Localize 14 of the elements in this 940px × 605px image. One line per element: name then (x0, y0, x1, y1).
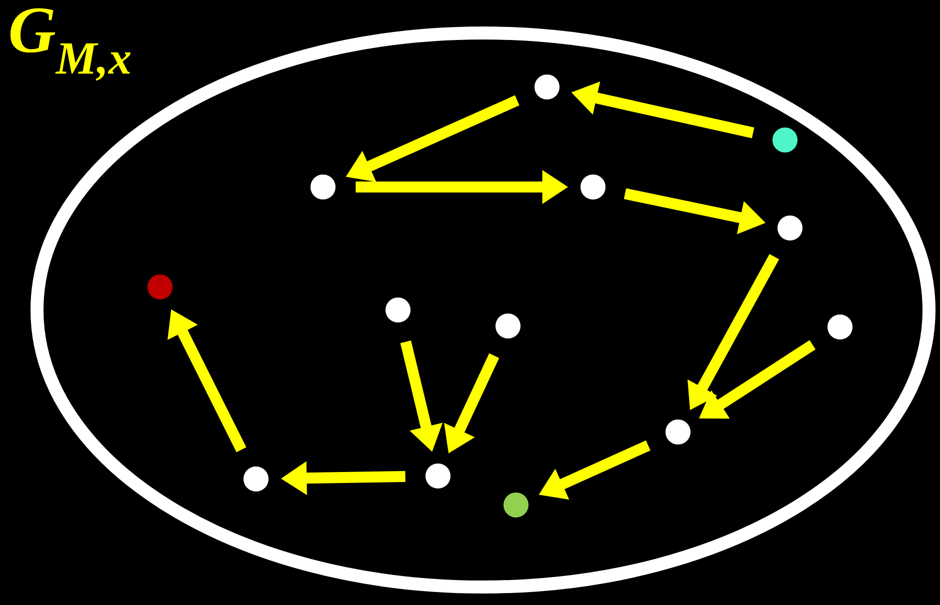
dot (772, 128, 798, 152)
title: G$_{M,x}$ (10, 8, 130, 81)
dot (244, 466, 268, 492)
dot (504, 492, 528, 518)
dot (666, 420, 690, 444)
dot (534, 74, 560, 100)
dot (828, 314, 852, 340)
dot (580, 174, 606, 200)
dot (310, 174, 336, 200)
dot (778, 216, 802, 240)
dot (426, 464, 450, 488)
dot (386, 298, 410, 322)
dot (148, 274, 172, 300)
dot (496, 314, 520, 338)
